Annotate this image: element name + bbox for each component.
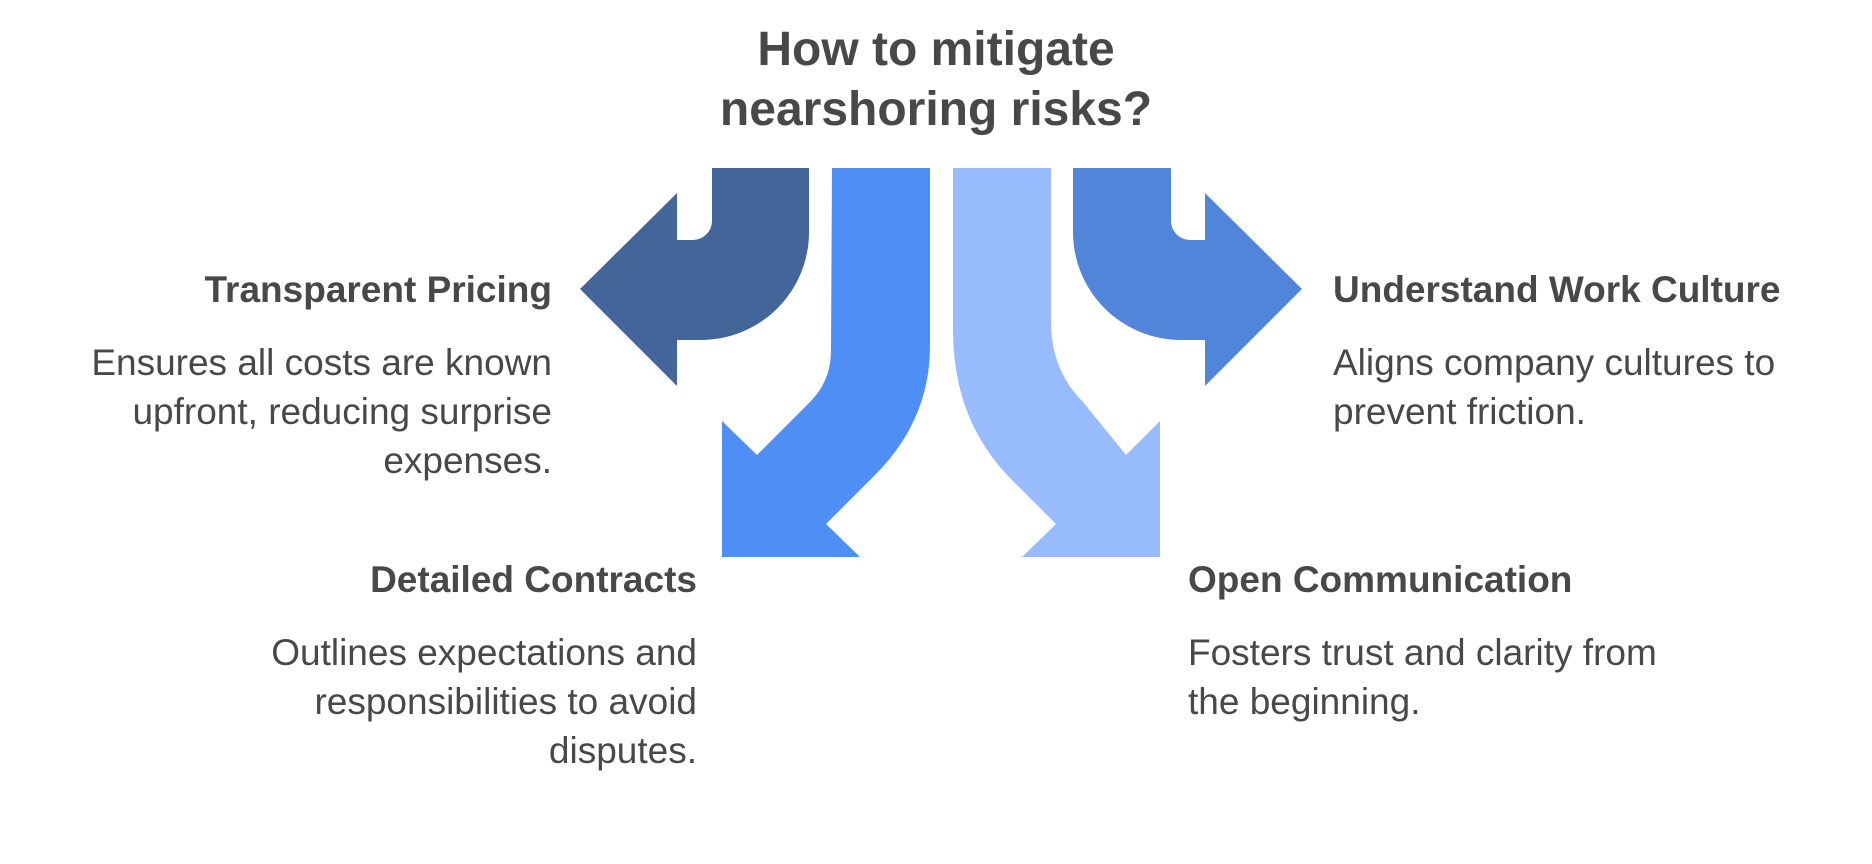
title-line-1: How to mitigate xyxy=(757,23,1115,76)
item-understand-work-culture: Understand Work Culture Aligns company c… xyxy=(1333,268,1833,436)
item-description: Ensures all costs are known upfront, red… xyxy=(91,342,552,481)
item-heading: Transparent Pricing xyxy=(204,269,553,310)
title-line-2: nearshoring risks? xyxy=(719,83,1153,136)
item-description: Aligns company cultures to prevent frict… xyxy=(1333,342,1776,432)
arrow-open-communication xyxy=(953,168,1160,557)
arrow-transparent-pricing xyxy=(580,168,809,386)
item-description: Outlines expectations and responsibiliti… xyxy=(271,632,697,771)
diagram-title: How to mitigate nearshoring risks? xyxy=(636,20,1236,140)
item-heading: Detailed Contracts xyxy=(370,559,697,600)
arrow-detailed-contracts xyxy=(722,168,930,557)
item-heading: Understand Work Culture xyxy=(1333,269,1781,310)
item-transparent-pricing: Transparent Pricing Ensures all costs ar… xyxy=(40,268,552,485)
item-open-communication: Open Communication Fosters trust and cla… xyxy=(1188,558,1708,726)
item-heading: Open Communication xyxy=(1188,559,1573,600)
item-detailed-contracts: Detailed Contracts Outlines expectations… xyxy=(215,558,697,775)
item-description: Fosters trust and clarity from the begin… xyxy=(1188,632,1657,722)
arrow-understand-work-culture xyxy=(1073,168,1302,386)
